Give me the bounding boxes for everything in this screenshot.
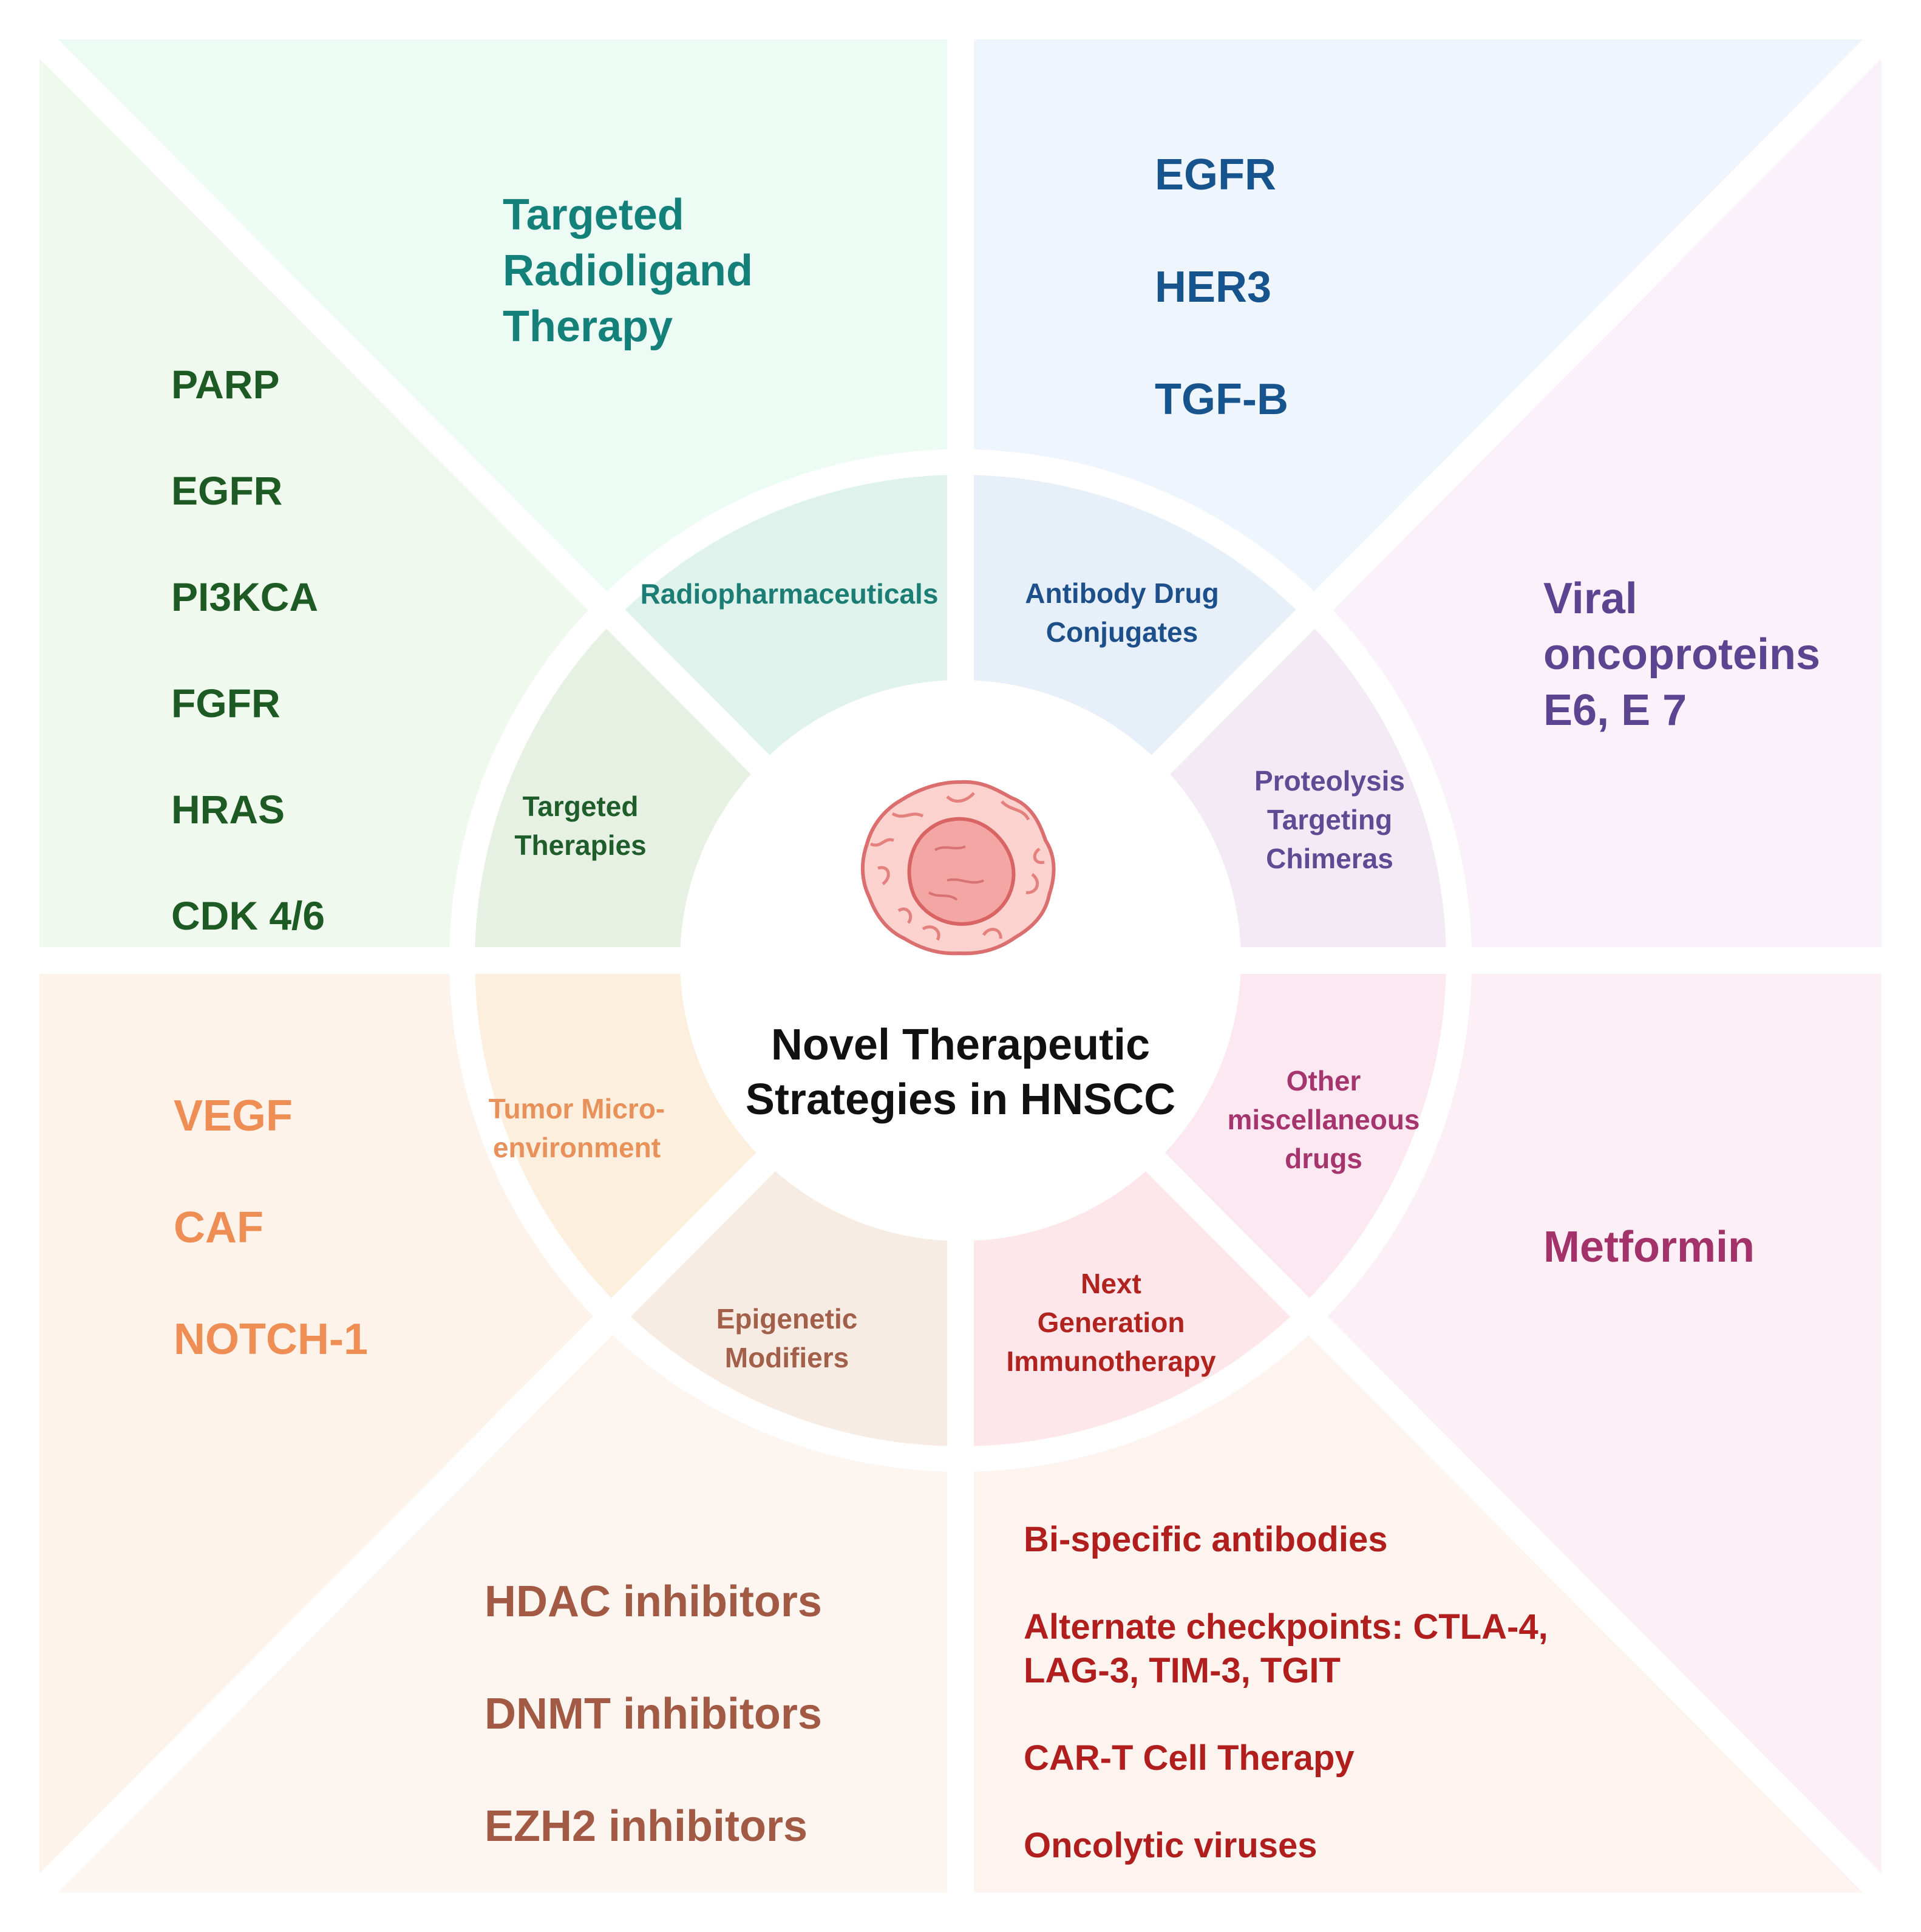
segment-label-line: Immunotherapy: [1006, 1345, 1216, 1377]
list-item: DNMT inhibitors: [484, 1690, 822, 1738]
segment-label-epigenetic: Epigenetic Modifiers: [716, 1299, 858, 1377]
list-item: NOTCH-1: [174, 1315, 368, 1364]
segment-label-line: Conjugates: [1046, 616, 1198, 648]
segment-label-line: environment: [492, 1132, 661, 1163]
list-item: HDAC inhibitors: [484, 1577, 822, 1626]
center-title-line: Strategies in HNSCC: [745, 1075, 1176, 1124]
list-item: CAR-T Cell Therapy: [1024, 1738, 1355, 1778]
list-item: PI3KCA: [171, 574, 319, 619]
outer-list-immuno: Bi-specific antibodies Alternate checkpo…: [1024, 1518, 1548, 1868]
segment-label-targeted: Targeted Therapies: [514, 787, 646, 865]
segment-label-line: Modifiers: [724, 1342, 849, 1373]
outer-label-metformin: Metformin: [1543, 1219, 1755, 1275]
segment-label-line: Epigenetic: [716, 1303, 858, 1335]
segment-label-line: Chimeras: [1266, 843, 1393, 874]
outer-list-tme: VEGF CAF NOTCH-1: [174, 1060, 368, 1395]
segment-label-adc: Antibody Drug Conjugates: [1025, 574, 1219, 651]
outer-label-line: Radioligand: [503, 247, 753, 295]
list-item: Alternate checkpoints: CTLA-4,: [1024, 1607, 1548, 1647]
outer-list-targeted: PARP EGFR PI3KCA FGFR HRAS CDK 4/6: [171, 332, 325, 969]
outer-label-line: E6, E 7: [1543, 686, 1687, 735]
center-disc: [680, 680, 1241, 1241]
outer-list-adc-targets: EGFR HER3 TGF-B: [1155, 119, 1288, 456]
segment-label-line: Radiopharmaceuticals: [640, 578, 939, 610]
outer-label-line: Therapy: [503, 302, 673, 351]
list-item: LAG-3, TIM-3, TGIT: [1024, 1651, 1341, 1690]
list-item: FGFR: [171, 681, 280, 726]
list-item: HRAS: [171, 787, 285, 832]
segment-label-tme: Tumor Micro- environment: [489, 1089, 665, 1167]
segment-label-line: Targeted: [522, 791, 639, 822]
outer-label-line: oncoproteins: [1543, 630, 1821, 679]
outer-label-viral: Viral oncoproteins E6, E 7: [1543, 571, 1820, 738]
list-item: Bi-specific antibodies: [1024, 1520, 1388, 1559]
outer-list-epigenetic: HDAC inhibitors DNMT inhibitors EZH2 inh…: [484, 1546, 822, 1883]
center-title: Novel Therapeutic Strategies in HNSCC: [746, 1018, 1175, 1127]
segment-label-radiopharmaceuticals: Radiopharmaceuticals: [641, 574, 939, 613]
segment-label-immuno: Next Generation Immunotherapy: [1006, 1264, 1216, 1381]
outer-label-radioligand: Targeted Radioligand Therapy: [503, 187, 753, 355]
segment-label-line: drugs: [1285, 1143, 1362, 1174]
list-item: CDK 4/6: [171, 893, 325, 938]
outer-label-line: Metformin: [1543, 1223, 1755, 1271]
list-item: TGF-B: [1155, 375, 1288, 424]
segment-label-line: Generation: [1037, 1307, 1185, 1338]
center-title-line: Novel Therapeutic: [770, 1021, 1151, 1069]
list-item: CAF: [174, 1203, 264, 1252]
segment-label-line: Therapies: [514, 829, 647, 861]
list-item: EZH2 inhibitors: [484, 1802, 808, 1851]
segment-label-line: Proteolysis: [1254, 765, 1405, 797]
segment-label-line: miscellaneous: [1227, 1104, 1420, 1135]
list-item: Oncolytic viruses: [1024, 1826, 1318, 1865]
list-item: PARP: [171, 362, 280, 407]
list-item: EGFR: [1155, 151, 1277, 199]
outer-label-line: Targeted: [503, 191, 684, 239]
ring-outline: [449, 449, 1472, 1472]
segment-label-other: Other miscellaneous drugs: [1227, 1061, 1420, 1178]
segment-label-line: Other: [1286, 1065, 1361, 1097]
outer-label-line: Viral: [1543, 574, 1637, 623]
segment-label-line: Next: [1081, 1268, 1141, 1299]
list-item: VEGF: [174, 1092, 293, 1140]
segment-label-line: Antibody Drug: [1025, 577, 1219, 609]
list-item: HER3: [1155, 263, 1272, 311]
tumor-cell-icon: [861, 780, 1056, 956]
segment-label-line: Tumor Micro-: [488, 1093, 665, 1124]
segment-label-line: Targeting: [1266, 804, 1393, 835]
list-item: EGFR: [171, 468, 283, 513]
segment-label-protac: Proteolysis Targeting Chimeras: [1254, 761, 1405, 878]
